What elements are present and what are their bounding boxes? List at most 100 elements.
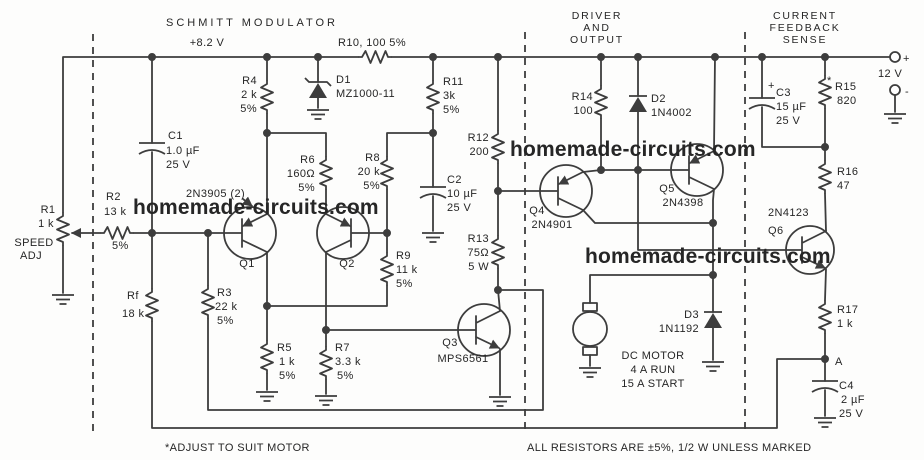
label-r2-tol: 5% <box>112 240 129 252</box>
label-r3-tol: 5% <box>217 315 234 327</box>
label-d2-ref: D2 <box>651 93 666 105</box>
label-r13-value: 75Ω <box>467 247 489 259</box>
resistor-r6-symbol <box>319 155 333 191</box>
label-r4-value: 2 k <box>241 89 257 101</box>
label-q5-ref: Q5 <box>659 183 674 195</box>
label-r9-tol: 5% <box>396 278 413 290</box>
label-r6-tol: 5% <box>298 182 315 194</box>
ground-d3 <box>701 361 725 372</box>
label-rf-ref: Rf <box>127 290 139 302</box>
label-r13-ref: R13 <box>468 233 489 245</box>
label-c1-value: 1.0 µF <box>166 145 200 157</box>
label-r14-ref: R14 <box>572 91 593 103</box>
label-r2-ref: R2 <box>106 191 121 203</box>
label-r3-value: 22 k <box>215 301 237 313</box>
label-r15-ref: R15 <box>835 81 856 93</box>
label-d1-part: MZ1000-11 <box>336 88 395 100</box>
label-r2-value: 13 k <box>104 206 126 218</box>
dc-motor-symbol <box>572 302 608 356</box>
plus-terminal <box>889 51 901 63</box>
label-c2-ref: C2 <box>447 174 462 186</box>
label-motor-2: 4 A RUN <box>631 364 676 376</box>
label-q4-part: 2N4901 <box>532 219 573 231</box>
section-title-driver-3: OUTPUT <box>570 34 624 46</box>
section-title-feedback-1: CURRENT <box>773 10 837 22</box>
ground-d1 <box>306 109 330 120</box>
resistor-r2-symbol <box>99 226 135 240</box>
label-d3-ref: D3 <box>684 309 699 321</box>
label-r11-ref: R11 <box>443 76 464 88</box>
label-q5-part: 2N4398 <box>663 197 704 209</box>
label-r14-value: 100 <box>573 105 593 117</box>
minus-terminal <box>889 84 901 96</box>
transistor-q1 <box>223 206 277 260</box>
label-r1-note1: SPEED <box>14 237 53 249</box>
label-r7-tol: 5% <box>337 370 354 382</box>
label-r13-power: 5 W <box>468 261 489 273</box>
label-q1-ref: Q1 <box>239 258 254 270</box>
resistor-r13-symbol <box>491 234 505 270</box>
ground-c4 <box>813 417 837 428</box>
label-r8-tol: 5% <box>363 180 380 192</box>
label-c3-value: 15 µF <box>776 101 806 113</box>
label-supply-voltage: 12 V <box>878 68 902 80</box>
diode-d3-symbol <box>703 311 723 329</box>
label-r16-value: 47 <box>837 180 850 192</box>
label-r17-value: 1 k <box>837 318 853 330</box>
label-c3-voltage: 25 V <box>776 115 800 127</box>
label-r4-tol: 5% <box>240 103 257 115</box>
ground-r1 <box>51 294 75 305</box>
label-minus-terminal: - <box>905 86 909 98</box>
label-r6-value: 160Ω <box>287 168 315 180</box>
resistor-r16-symbol <box>818 159 832 195</box>
label-r15-asterisk: * <box>827 75 832 87</box>
ground-r5 <box>255 391 279 402</box>
label-q2-ref: Q2 <box>339 258 354 270</box>
label-r1-value: 1 k <box>38 218 54 230</box>
label-c4-ref: C4 <box>839 380 854 392</box>
label-c1-ref: C1 <box>168 130 183 142</box>
label-r5-ref: R5 <box>277 342 292 354</box>
transistor-q4 <box>539 164 593 218</box>
label-r8-ref: R8 <box>365 152 380 164</box>
label-q6-part: 2N4123 <box>768 207 809 219</box>
label-d2-part: 1N4002 <box>651 107 692 119</box>
resistor-r5-symbol <box>260 339 274 375</box>
label-rf-value: 18 k <box>122 308 144 320</box>
label-q3-part: MPS6561 <box>437 353 488 365</box>
label-r11-tol: 5% <box>443 104 460 116</box>
label-c4-voltage: 25 V <box>839 408 863 420</box>
label-r4-ref: R4 <box>242 75 257 87</box>
wire-network <box>62 56 896 429</box>
label-r3-ref: R3 <box>217 287 232 299</box>
ground-minus-terminal <box>883 113 907 124</box>
label-r7-value: 3.3 k <box>335 356 361 368</box>
label-r12-ref: R12 <box>468 132 489 144</box>
label-q6-ref: Q6 <box>768 225 783 237</box>
label-c2-value: 10 µF <box>447 188 477 200</box>
label-r11-value: 3k <box>443 90 456 102</box>
note-resistors: ALL RESISTORS ARE ±5%, 1/2 W UNLESS MARK… <box>527 442 811 454</box>
label-q3-ref: Q3 <box>442 337 457 349</box>
label-motor-1: DC MOTOR <box>622 350 685 362</box>
label-r8-value: 20 k <box>358 166 380 178</box>
resistor-r12-symbol <box>491 129 505 165</box>
ground-c2 <box>421 232 445 243</box>
label-r7-ref: R7 <box>335 342 350 354</box>
label-r9-ref: R9 <box>396 250 411 262</box>
resistor-rf-symbol <box>145 287 159 323</box>
label-c4-value: 2 µF <box>841 394 865 406</box>
ground-q3 <box>488 396 512 407</box>
ground-r7 <box>314 395 338 406</box>
label-r5-value: 1 k <box>279 356 295 368</box>
resistor-r4-symbol <box>260 79 274 115</box>
label-r10: R10, 100 5% <box>338 37 406 49</box>
label-q1-part: 2N3905 (2) <box>186 188 245 200</box>
section-title-driver-1: DRIVER <box>572 10 622 22</box>
resistor-r3-symbol <box>201 284 215 320</box>
label-r6-ref: R6 <box>300 154 315 166</box>
section-title-driver-2: AND <box>583 22 611 34</box>
diode-d2-symbol <box>628 95 648 113</box>
potentiometer-r1-symbol <box>56 211 70 247</box>
